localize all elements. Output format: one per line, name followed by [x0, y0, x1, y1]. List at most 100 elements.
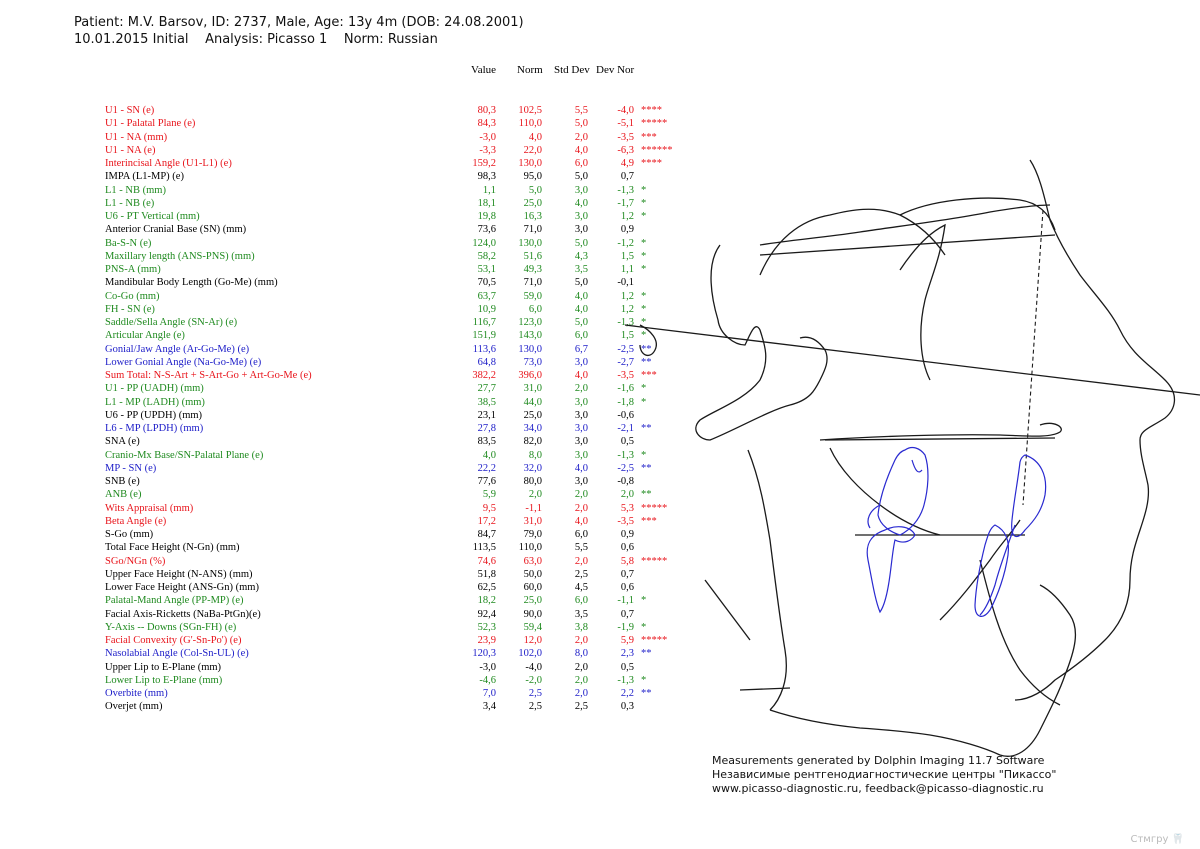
measurement-name: U1 - SN (e): [105, 105, 155, 116]
measurement-norm: 2,5: [528, 701, 542, 713]
measurement-norm: 90,0: [523, 608, 542, 620]
measurement-std: 2,0: [574, 383, 588, 395]
measurement-norm: 50,0: [523, 568, 542, 580]
measurement-name: MP - SN (e): [105, 462, 157, 474]
measurement-name: L1 - NB (mm): [105, 184, 166, 196]
measurement-std: 4,0: [574, 515, 588, 527]
measurement-norm: 102,0: [518, 648, 542, 660]
measurement-dev: -1,3: [617, 184, 634, 196]
measurement-value: -3,0: [479, 131, 496, 143]
deviation-stars: *: [641, 250, 647, 262]
measurement-norm: 16,3: [523, 211, 542, 222]
measurement-std: 3,5: [574, 264, 588, 275]
deviation-stars: ******: [641, 144, 673, 156]
measurement-name: Upper Lip to E-Plane (mm): [105, 661, 222, 673]
measurement-dev: -2,5: [617, 343, 634, 355]
deviation-stars: *: [641, 674, 647, 686]
measurement-value: 62,5: [477, 582, 496, 593]
measurement-name: L1 - NB (e): [105, 197, 155, 209]
deviation-stars: *: [641, 303, 647, 315]
deviation-stars: **: [641, 688, 652, 699]
measurement-name: Ba-S-N (e): [105, 237, 152, 249]
measurement-name: Lower Gonial Angle (Na-Go-Me) (e): [105, 356, 262, 368]
measurement-norm: 12,0: [523, 635, 542, 646]
measurement-value: 4,0: [482, 449, 496, 461]
deviation-stars: *: [641, 211, 647, 222]
measurement-value: 120,3: [472, 648, 496, 660]
measurement-dev: -0,6: [617, 409, 634, 421]
table-row: Sum Total: N-S-Art + S-Art-Go + Art-Go-M…: [0, 369, 680, 382]
measurement-name: Lower Face Height (ANS-Gn) (mm): [105, 582, 259, 593]
measurement-norm: 2,0: [528, 489, 542, 501]
measurement-dev: -4,0: [617, 105, 634, 116]
measurement-std: 8,0: [574, 648, 588, 660]
measurement-norm: 51,6: [523, 250, 542, 262]
measurement-dev: -3,5: [617, 131, 634, 143]
deviation-stars: ****: [641, 158, 662, 169]
measurement-std: 3,0: [574, 184, 588, 196]
measurement-value: 18,1: [477, 197, 496, 209]
measurement-dev: 0,6: [620, 542, 634, 554]
footer-contacts[interactable]: www.picasso-diagnostic.ru, feedback@pica…: [712, 782, 1044, 795]
measurement-name: Beta Angle (e): [105, 515, 167, 527]
measurement-std: 3,0: [574, 476, 588, 487]
measurement-std: 2,5: [574, 701, 588, 713]
measurement-std: 2,0: [574, 688, 588, 699]
measurement-name: Facial Convexity (G'-Sn-Po') (e): [105, 635, 242, 646]
measurement-value: 19,8: [477, 211, 496, 222]
measurement-value: 52,3: [477, 621, 496, 633]
measurement-dev: -3,5: [617, 515, 634, 527]
measurement-norm: -4,0: [525, 661, 542, 673]
measurement-value: 74,6: [477, 555, 496, 567]
measurement-norm: 396,0: [518, 370, 542, 381]
deviation-stars: *: [641, 264, 647, 275]
measurement-value: 151,9: [472, 330, 496, 342]
footer-centers: Независимые рентгенодиагностические цент…: [712, 768, 1057, 781]
measurement-norm: -1,1: [525, 502, 542, 514]
measurement-norm: 59,0: [523, 290, 542, 302]
measurement-dev: 2,3: [620, 648, 634, 660]
measurement-name: U6 - PT Vertical (mm): [105, 211, 200, 222]
measurement-value: 382,2: [472, 370, 496, 381]
measurement-norm: 44,0: [523, 396, 542, 408]
patient-info: Patient: M.V. Barsov, ID: 2737, Male, Ag…: [74, 15, 524, 30]
measurement-value: 23,9: [477, 635, 496, 646]
measurement-std: 3,0: [574, 356, 588, 368]
measurement-norm: 130,0: [518, 158, 542, 169]
deviation-stars: **: [641, 462, 652, 474]
deviation-stars: **: [641, 648, 652, 660]
measurement-std: 3,0: [574, 211, 588, 222]
measurement-name: U1 - NA (mm): [105, 131, 168, 143]
measurement-value: 17,2: [477, 515, 496, 527]
measurement-value: 27,8: [477, 423, 496, 434]
measurement-norm: 25,0: [523, 197, 542, 209]
measurement-std: 4,5: [574, 582, 588, 593]
measurement-name: Wits Appraisal (mm): [105, 502, 194, 514]
measurement-name: PNS-A (mm): [105, 264, 161, 275]
measurement-norm: 82,0: [523, 436, 542, 448]
measurement-value: 3,4: [482, 701, 496, 713]
measurement-std: 5,0: [574, 171, 588, 183]
measurement-std: 6,0: [574, 158, 588, 169]
measurement-dev: 1,5: [620, 330, 634, 342]
measurement-dev: -0,1: [617, 277, 634, 289]
measurement-value: 64,8: [477, 356, 496, 368]
measurement-value: 23,1: [477, 409, 496, 421]
measurement-std: 3,0: [574, 423, 588, 434]
measurement-dev: 2,0: [620, 489, 634, 501]
measurement-norm: 130,0: [518, 343, 542, 355]
measurement-std: 2,0: [574, 635, 588, 646]
